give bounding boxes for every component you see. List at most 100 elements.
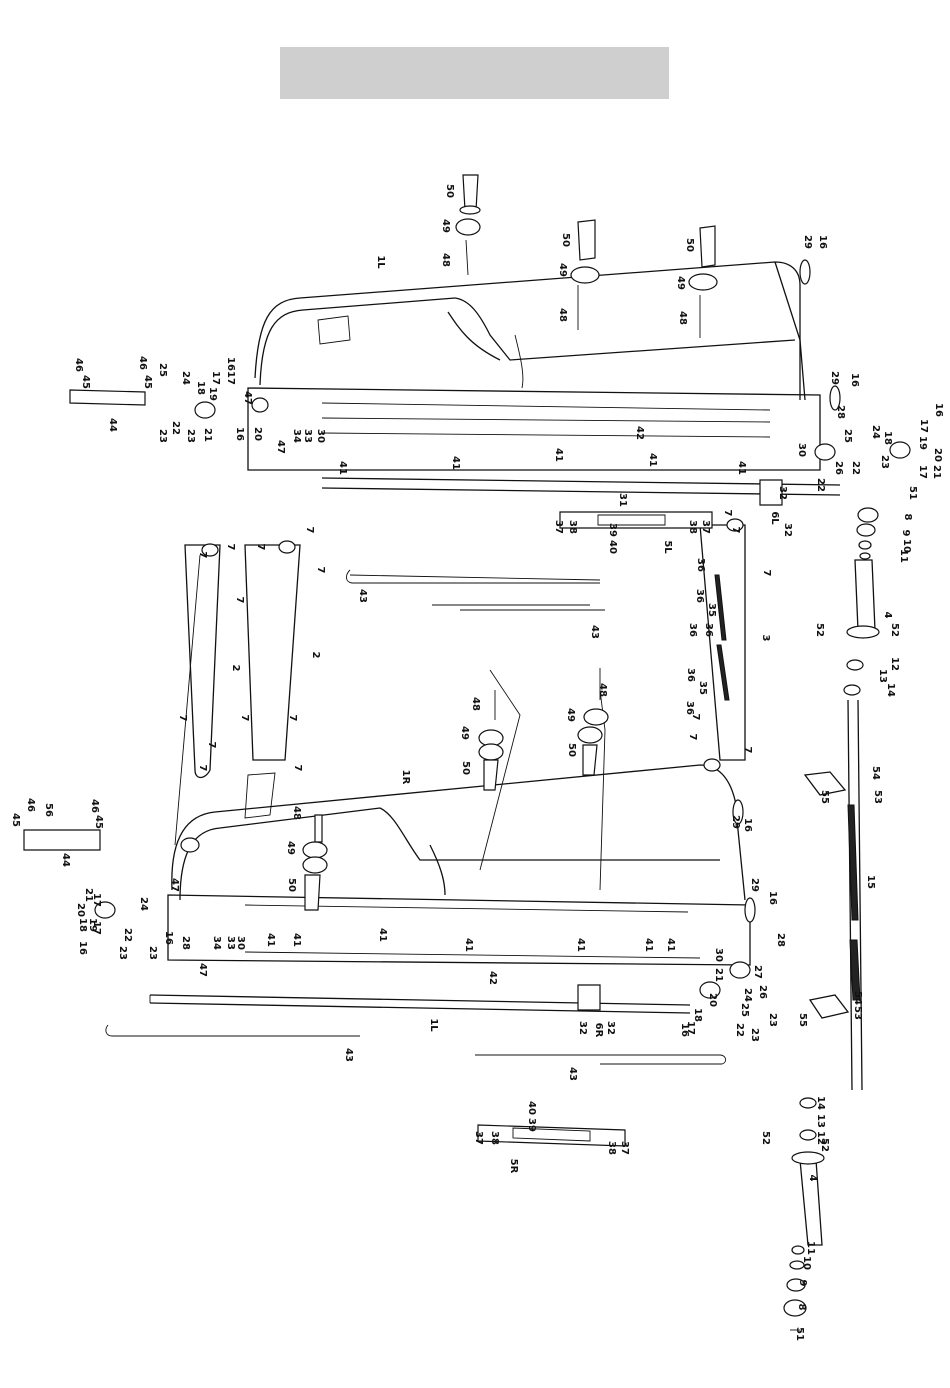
part-label: 17 (91, 893, 102, 907)
part-label: 48 (677, 311, 688, 325)
part-label: 27 (752, 965, 763, 979)
part-label: 17 (210, 371, 221, 385)
part-label: 41 (291, 933, 302, 947)
part-label: 17 (917, 465, 928, 479)
part-label: 29 (749, 878, 760, 892)
part-label: 29 (829, 371, 840, 385)
part-label: 8 (796, 1304, 807, 1311)
part-label: 37 (473, 1131, 484, 1145)
part-label: 50 (460, 761, 471, 775)
part-label: 48 (291, 806, 302, 820)
part-label: 13 (815, 1114, 826, 1128)
part-label: 13 (877, 669, 888, 683)
part-label: 37 (619, 1141, 630, 1155)
part-label: 24 (138, 897, 149, 911)
part-label: 52 (819, 1138, 830, 1152)
part-label: 55 (797, 1013, 808, 1027)
part-label: 41 (450, 456, 461, 470)
part-label: 7 (687, 734, 698, 741)
part-label: 21 (83, 888, 94, 902)
part-label: 36 (695, 558, 706, 572)
part-label: 23 (147, 946, 158, 960)
part-label: 54 (870, 766, 881, 780)
part-label: 41 (643, 938, 654, 952)
part-label: 25 (842, 429, 853, 443)
part-label: 32 (605, 1021, 616, 1035)
part-label: 6R (593, 1023, 604, 1038)
part-label: 7 (315, 567, 326, 574)
part-label: 36 (685, 668, 696, 682)
part-label: 41 (553, 448, 564, 462)
part-label: 21 (202, 428, 213, 442)
part-label: 17 (918, 419, 929, 433)
part-label: 46 (73, 358, 84, 372)
part-label: 22 (850, 461, 861, 475)
part-label: 12 (815, 1131, 826, 1145)
part-label: 17 (225, 371, 236, 385)
part-label: 12 (889, 657, 900, 671)
part-label: 7 (742, 747, 753, 754)
part-label: 34 (291, 429, 302, 443)
part-label: 11 (805, 1241, 816, 1255)
part-label: 40 (526, 1101, 537, 1115)
part-label: 50 (444, 184, 455, 198)
part-label: 33 (302, 429, 313, 443)
part-label: 44 (60, 853, 71, 867)
part-label: 30 (713, 948, 724, 962)
part-label: 41 (665, 938, 676, 952)
part-label: 16 (679, 1023, 690, 1037)
part-label: 24 (742, 988, 753, 1002)
part-label: 41 (647, 453, 658, 467)
part-label: 48 (470, 697, 481, 711)
part-label: 41 (575, 938, 586, 952)
part-label: 41 (736, 461, 747, 475)
part-label: 17 (91, 921, 102, 935)
part-label: 2 (310, 652, 321, 659)
part-label: 1L (428, 1018, 439, 1032)
part-label: 46 (89, 799, 100, 813)
part-label: 23 (879, 455, 890, 469)
part-label: 22 (734, 1023, 745, 1037)
part-label: 18 (692, 1008, 703, 1022)
part-label: 9 (797, 1280, 808, 1287)
part-label: 23 (117, 946, 128, 960)
part-label: 47 (169, 878, 180, 892)
part-label: 7 (292, 765, 303, 772)
part-label: 46 (25, 798, 36, 812)
part-label: 7 (197, 765, 208, 772)
part-label: 43 (343, 1048, 354, 1062)
part-label: 39 (607, 523, 618, 537)
part-label: 32 (577, 1021, 588, 1035)
part-label: 30 (315, 429, 326, 443)
part-label: 24 (870, 425, 881, 439)
part-label: 7 (234, 597, 245, 604)
part-label: 49 (557, 263, 568, 277)
part-label: 16 (767, 891, 778, 905)
part-label: 16 (742, 818, 753, 832)
part-label: 8 (902, 514, 913, 521)
part-label: 48 (597, 683, 608, 697)
part-label: 50 (560, 233, 571, 247)
part-label: 38 (606, 1141, 617, 1155)
part-label: 38 (687, 520, 698, 534)
part-label: 21 (713, 968, 724, 982)
part-label: 49 (675, 276, 686, 290)
part-label: 55 (819, 790, 830, 804)
part-label: 40 (607, 540, 618, 554)
part-label: 3 (760, 635, 771, 642)
part-label: 19 (207, 387, 218, 401)
part-label: 48 (440, 253, 451, 267)
part-label: 20 (707, 993, 718, 1007)
part-label: 50 (566, 743, 577, 757)
part-label: 47 (242, 391, 253, 405)
part-label: 41 (463, 938, 474, 952)
part-label: 48 (557, 308, 568, 322)
part-label: 52 (889, 623, 900, 637)
part-label: 39 (526, 1118, 537, 1132)
part-label: 56 (43, 803, 54, 817)
part-label: 42 (634, 426, 645, 440)
part-label: 45 (142, 375, 153, 389)
part-label: 10 (901, 539, 912, 553)
